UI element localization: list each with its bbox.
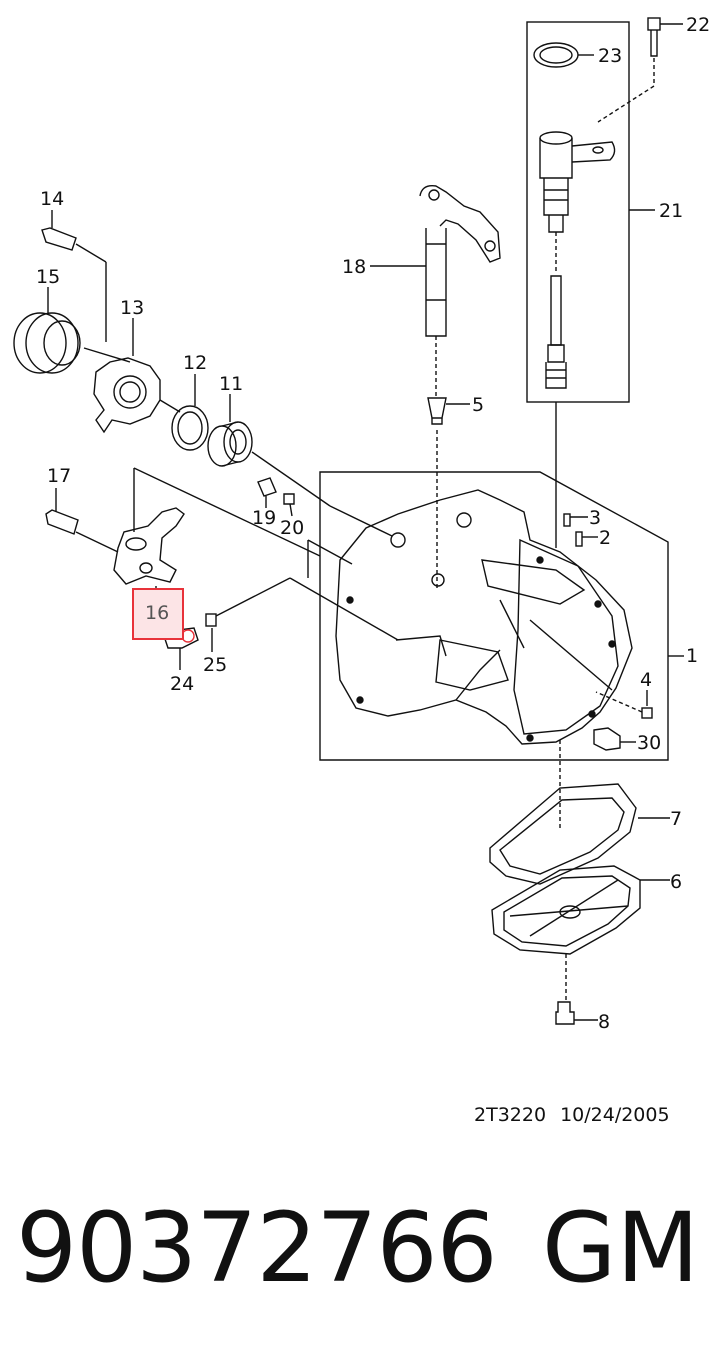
callout-labels: 22 23 21 14 18 15 13 12 11 5 17 19 20 3 …	[36, 14, 710, 1033]
transaxle-case	[335, 489, 633, 745]
bolt-30	[593, 727, 636, 751]
callout-5: 5	[472, 394, 484, 416]
callout-17: 17	[47, 465, 71, 487]
bolt-14	[41, 210, 107, 342]
bearing-retainer-13	[93, 318, 181, 434]
bolt-19	[257, 477, 277, 508]
diagram-date: 10/24/2005	[560, 1104, 670, 1126]
callout-18: 18	[342, 256, 366, 278]
transaxle-case-group-box	[319, 471, 684, 761]
diagram-code: 2T3220	[474, 1104, 547, 1126]
oil-pan-cover-6	[491, 865, 670, 1000]
callout-12: 12	[183, 352, 207, 374]
part-number: 90372766	[16, 1192, 498, 1304]
callout-23: 23	[598, 45, 622, 67]
plug-4	[595, 690, 653, 719]
callout-25: 25	[203, 654, 227, 676]
bolt-17	[45, 488, 119, 553]
callout-22: 22	[686, 14, 710, 36]
seal-15	[13, 287, 131, 374]
pin-2	[575, 531, 598, 547]
pin-20	[283, 493, 353, 578]
plug-5	[427, 397, 470, 590]
callout-16: 16	[145, 602, 169, 624]
speedometer-group-box	[526, 21, 655, 403]
highlight-box	[132, 588, 184, 640]
brand-name: GM	[542, 1192, 700, 1304]
speedo-driven-gear	[539, 131, 616, 548]
pin-3	[563, 513, 588, 527]
callout-11: 11	[219, 373, 243, 395]
oring-23	[533, 42, 594, 68]
callout-21: 21	[659, 200, 683, 222]
callout-20: 20	[280, 517, 304, 539]
bolt-22	[597, 17, 683, 123]
shift-shaft-18	[370, 185, 501, 396]
washer-25	[205, 577, 399, 652]
callout-13: 13	[120, 297, 144, 319]
callout-7: 7	[670, 808, 682, 830]
diagram-reference: 2T3220 10/24/2005	[474, 1104, 684, 1126]
callout-30: 30	[637, 732, 661, 754]
gasket-7	[489, 740, 670, 885]
callout-19: 19	[252, 507, 276, 529]
callout-4: 4	[640, 669, 652, 691]
callout-1: 1	[686, 645, 698, 667]
drain-bolt-8	[555, 1001, 598, 1025]
callout-3: 3	[589, 507, 601, 529]
callout-24: 24	[170, 673, 194, 695]
bearing-11	[207, 394, 393, 537]
shift-fork-16	[113, 467, 321, 592]
callout-6: 6	[670, 871, 682, 893]
callout-14: 14	[40, 188, 64, 210]
callout-15: 15	[36, 266, 60, 288]
callout-8: 8	[598, 1011, 610, 1033]
callout-2: 2	[599, 527, 611, 549]
shim-12	[171, 374, 209, 451]
